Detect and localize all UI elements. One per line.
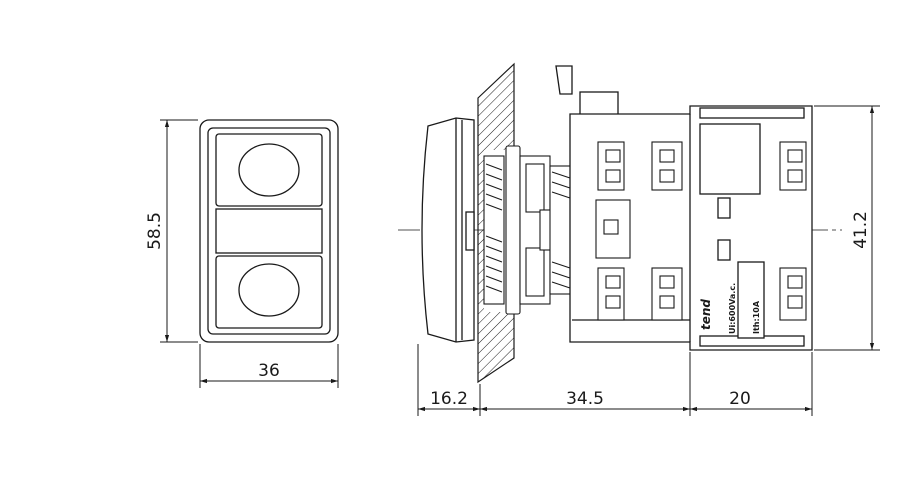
body-depth-label: 34.5 — [566, 389, 604, 409]
bezel — [421, 117, 475, 343]
terminal — [779, 267, 807, 321]
brand-marking: tend — [699, 299, 713, 330]
lower-button — [215, 255, 323, 329]
side-height-label: 41.2 — [851, 211, 871, 249]
terminals — [595, 141, 807, 321]
mounting-bracket — [555, 65, 619, 117]
current-marking: Ith:10A — [752, 300, 761, 334]
middle-divider-block — [215, 208, 323, 254]
front-outer-frame — [199, 119, 339, 343]
terminal — [597, 141, 625, 191]
contact-housing — [569, 105, 813, 351]
bezel-depth-label: 16.2 — [430, 389, 468, 409]
terminal — [651, 267, 683, 321]
upper-button-lens — [238, 143, 300, 197]
terminal — [779, 141, 807, 191]
terminal — [595, 199, 631, 259]
front-height-dimension — [160, 119, 198, 343]
lock-nut — [505, 145, 521, 315]
lower-button-lens — [238, 263, 300, 317]
terminal — [651, 141, 683, 191]
front-width-dimension — [199, 344, 339, 388]
terminal — [597, 267, 625, 321]
upper-button — [215, 133, 323, 207]
front-height-label: 58.5 — [145, 212, 165, 250]
front-inner-frame — [207, 127, 331, 335]
contact-block-depth-label: 20 — [729, 389, 751, 409]
side-height-dimension — [814, 105, 880, 351]
depth-dimensions — [417, 344, 813, 416]
front-width-label: 36 — [258, 361, 280, 381]
front-view — [199, 119, 339, 343]
voltage-marking: Ui:600Va.c. — [728, 283, 737, 334]
